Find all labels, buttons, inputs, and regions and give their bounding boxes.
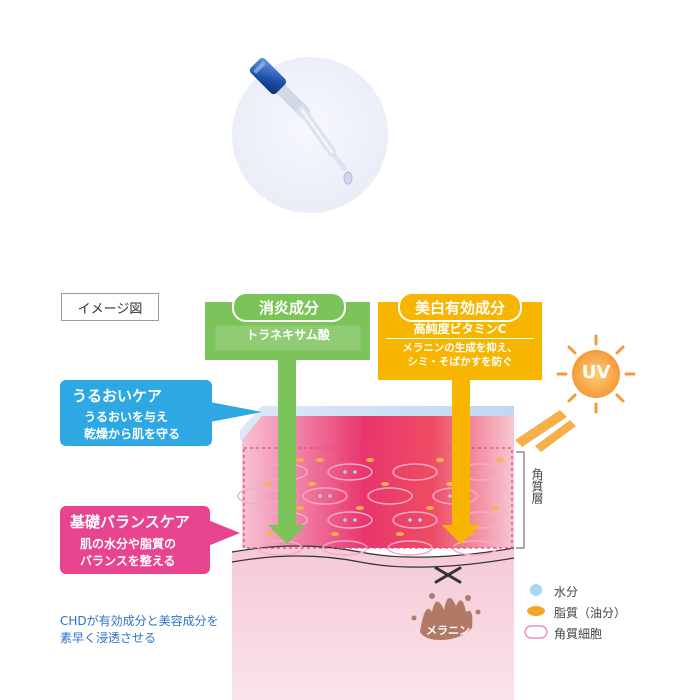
legend-lipid-label: 脂質（油分） — [554, 606, 627, 620]
balance-care-line1: 肌の水分や脂質の — [80, 537, 177, 551]
uv-label: UV — [581, 362, 611, 383]
whitening-divider — [386, 338, 534, 339]
stratum-outline — [243, 447, 513, 549]
whitening-desc-1: メラニンの生成を抑え、 — [402, 342, 518, 354]
balance-care-title: 基礎バランスケア — [70, 513, 190, 531]
legend-water-swatch — [530, 584, 542, 596]
anti-inflammatory-title-text: 消炎成分 — [258, 298, 319, 317]
moisture-care-title: うるおいケア — [72, 387, 163, 405]
moisture-care-line1: うるおいを与え — [84, 410, 169, 424]
sun-icon — [556, 334, 636, 414]
whitening-title: 美白有効成分 — [398, 292, 522, 322]
whitening-ingredient: 高純度ビタミンC — [413, 322, 507, 336]
melanin-illustration — [411, 593, 481, 640]
dermis-layer — [232, 546, 514, 700]
stratum-label: 角質層 — [530, 468, 544, 504]
whitening-desc-2: シミ・そばかすを防ぐ — [407, 356, 513, 368]
anti-inflammatory-title: 消炎成分 — [232, 292, 346, 322]
image-label: イメージ図 — [61, 293, 159, 321]
balance-callout-shape — [60, 506, 240, 574]
balance-care-line2: バランスを整える — [80, 554, 176, 568]
moisture-care-line2: 乾燥から肌を守る — [84, 427, 181, 441]
stratum-bracket — [516, 451, 525, 549]
melanin-label: メラニン — [426, 624, 470, 637]
anti-inflammatory-ingredient: トラネキサム酸 — [246, 328, 330, 342]
legend-water-label: 水分 — [554, 585, 579, 599]
moisture-callout-shape — [60, 380, 262, 446]
dropper-illustration — [232, 57, 388, 213]
footer-note: CHDが有効成分と美容成分を 素早く浸透させる — [60, 614, 219, 645]
legend-lipid-swatch — [527, 606, 545, 616]
block-x-mark — [434, 566, 462, 584]
uv-rays — [515, 410, 576, 452]
legend-cell-label: 角質細胞 — [554, 627, 603, 641]
legend-cell-swatch — [524, 625, 548, 639]
whitening-title-text: 美白有効成分 — [414, 298, 505, 317]
stratum-block — [242, 416, 514, 548]
